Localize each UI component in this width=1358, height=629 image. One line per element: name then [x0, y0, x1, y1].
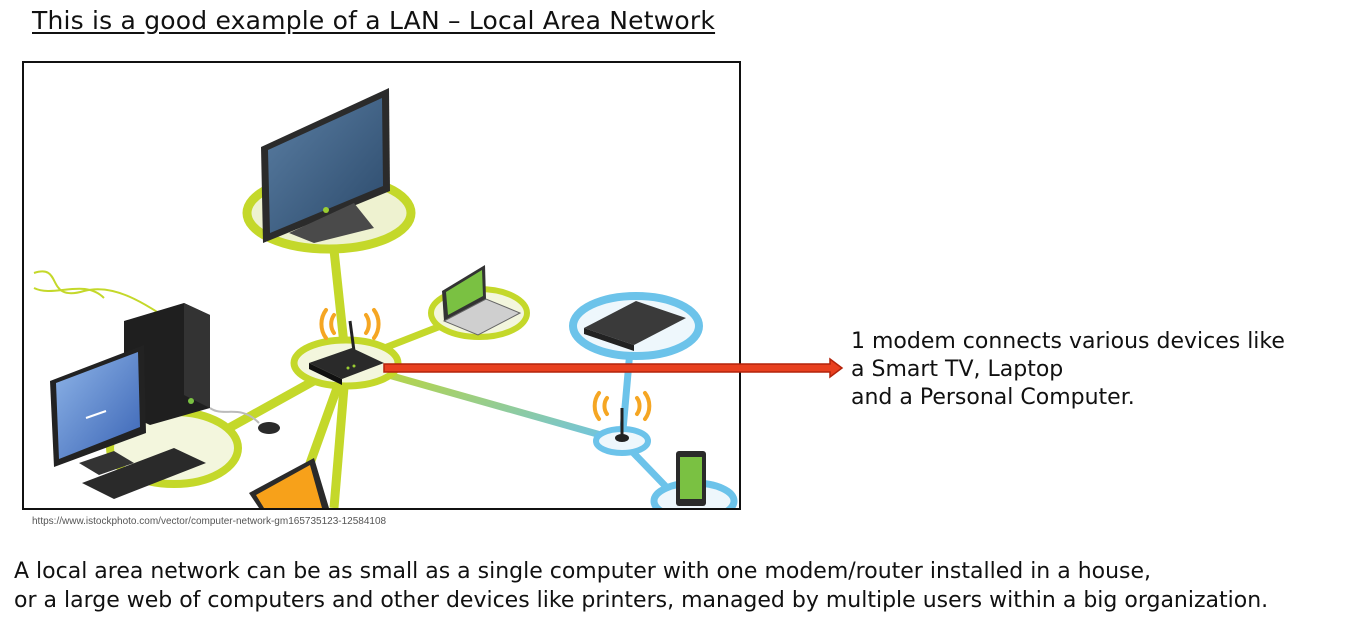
- access-point-node: [592, 391, 652, 456]
- tablet-node: [249, 458, 329, 508]
- lan-illustration: [22, 61, 741, 510]
- router-node: [290, 308, 402, 390]
- annotation-text: 1 modem connects various devices like a …: [851, 329, 1285, 410]
- smart-tv-node: [242, 88, 416, 254]
- page-title: This is a good example of a LAN – Local …: [32, 6, 716, 35]
- lan-diagram-svg: [33, 88, 738, 508]
- personal-computer-node: [50, 303, 280, 499]
- description-text: A local area network can be as small as …: [14, 559, 1269, 613]
- blue-laptop-node: [569, 292, 703, 360]
- phone-node: [650, 451, 738, 508]
- arrow-shape: [383, 357, 844, 379]
- image-source-credit: https://www.istockphoto.com/vector/compu…: [32, 516, 387, 527]
- laptop-node: [428, 265, 530, 340]
